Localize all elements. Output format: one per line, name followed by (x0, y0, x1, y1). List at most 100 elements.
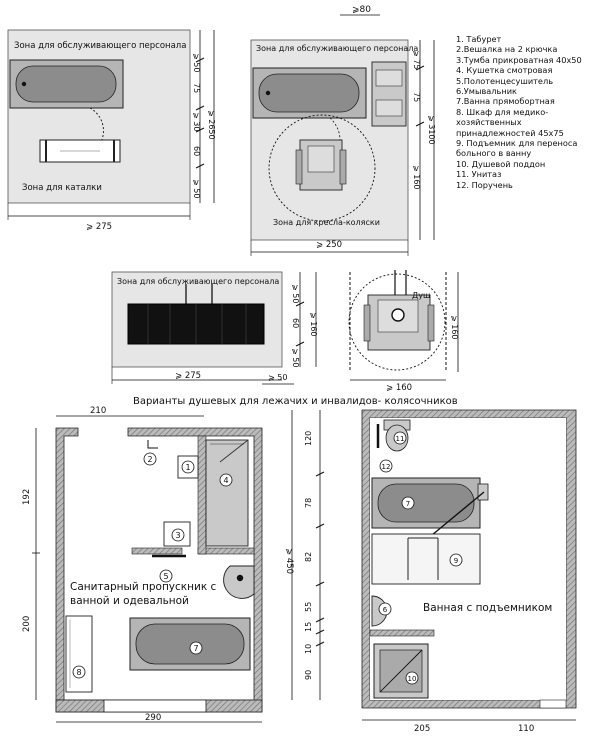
plan-1-bath-drain (21, 81, 27, 87)
plan-1-bath-basin (15, 65, 117, 103)
plan-6-marker-6: 6 (378, 602, 392, 616)
plan-6-doorway (539, 699, 567, 709)
plan-2-dim-75a: ⩾ 75 (412, 50, 421, 69)
svg-text:7: 7 (193, 644, 198, 653)
plan-6-dim-bottom-right: 110 (518, 724, 534, 734)
plan-1-dim-total-h: ⩾ 275 (86, 222, 112, 232)
legend-item: 2.Вешалка на 2 крючка (456, 44, 558, 55)
svg-text:9: 9 (454, 557, 458, 565)
svg-text:1: 1 (185, 463, 190, 472)
middle-dim-120: 120 (304, 431, 313, 446)
svg-text:6: 6 (383, 606, 388, 614)
plan-5-marker-3: 3 (171, 528, 185, 542)
plan-5-marker-8: 8 (72, 665, 86, 679)
svg-text:3: 3 (175, 531, 180, 540)
svg-text:4: 4 (223, 476, 228, 485)
plan-1-cart-zone-label: Зона для каталки (22, 183, 102, 193)
plan-5-nightstand (163, 521, 191, 547)
plan-5-marker-2: 2 (143, 452, 157, 466)
plan-5-cabinet (65, 615, 93, 693)
plan-6-marker-7: 7 (401, 496, 415, 510)
plan-2-chair-zone-label: Зона для кресла-коляски (273, 218, 380, 227)
svg-text:7: 7 (406, 500, 410, 508)
plan-1-dim-75: 75 (192, 83, 201, 93)
plan-4-wheelchair-shower: Душ ⩾ 160 ⩾ 160 (348, 270, 459, 393)
plan-4-shower-drain (391, 308, 405, 322)
middle-dim-82: 82 (304, 552, 313, 562)
plan-2-dim-75b: 75 (412, 92, 421, 102)
svg-text:11: 11 (396, 435, 405, 443)
legend-item: 1. Табурет (456, 34, 502, 44)
legend-item: 9. Подъемник для переноса больного в ван… (456, 138, 578, 159)
plan-1-staff-zone-label: Зона для обслуживающего персонала (14, 41, 186, 51)
plan-6-marker-10: 10 (405, 671, 419, 685)
legend-item: 3.Тумба прикроватная 40x50 (456, 54, 582, 65)
plan-1-dim-50b: ⩾ 50 (192, 179, 201, 198)
plan-3-staff-zone-label: Зона для обслуживающего персонала (117, 277, 279, 286)
plan-3-shower-for-bedridden: Зона для обслуживающего персонала ⩾ 50 6… (111, 271, 318, 385)
plan-1-bath-and-cart: Зона для обслуживающего персонала Зона д… (7, 29, 216, 232)
legend: 1. Табурет 2.Вешалка на 2 крючка 3.Тумба… (456, 34, 602, 190)
plan-6-bathroom-with-lift: Ванная с подъемником 11 12 7 9 6 10 205 … (361, 409, 577, 734)
plan-1-dim-60: 60 (192, 146, 201, 156)
plan-5-dim-top: 210 (90, 406, 106, 416)
plan-4-turning-circle (348, 273, 446, 371)
plan-3-dim-total-h: ⩾ 275 (175, 371, 201, 381)
plan-5-sanitary-room: 210 192 200 290 (22, 406, 263, 723)
plan-5-washbasin (223, 565, 255, 599)
svg-text:2: 2 (147, 455, 152, 464)
plan-5-marker-4: 4 (219, 473, 233, 487)
legend-item: 4. Кушетка смотровая (456, 65, 553, 76)
legend-item: 5.Полотенцесушитель (456, 75, 554, 86)
plan-5-partition (197, 435, 207, 555)
svg-text:5: 5 (163, 572, 168, 581)
plan-4-shower-label: Душ (412, 291, 430, 300)
plan-5-marker-7: 7 (189, 641, 203, 655)
svg-text:12: 12 (382, 463, 391, 471)
plan-5-marker-5: 5 (159, 569, 173, 583)
legend-item: 11. Унитаз (456, 169, 502, 180)
plan-1-swing-arc (89, 107, 104, 151)
plan-3-dim-60: 60 (291, 318, 300, 328)
plan-5-marker-1: 1 (181, 460, 195, 474)
legend-item: 10. Душевой поддон (456, 158, 546, 169)
plan-5-dim-left-top: 192 (22, 489, 32, 505)
plan-2-bath-and-wheelchair: Зона для обслуживающего персонала Зона д… (250, 39, 436, 256)
plan-6-title: Ванная с подъемником (423, 602, 552, 614)
legend-item: 12. Поручень (456, 179, 513, 190)
plan-3-dim-50a: ⩾ 50 (291, 284, 300, 303)
middle-dim-78: 78 (304, 498, 313, 508)
middle-dim-15: 15 (304, 622, 313, 632)
plan-6-dim-bottom: 205 (414, 724, 430, 734)
plan-5-dim-bottom: 290 (145, 713, 161, 723)
plan-6-lift (371, 533, 481, 585)
plan-5-title-line-2: ванной и одевальной (70, 595, 189, 607)
plan-2-bath-basin (258, 73, 360, 113)
middle-dim-55: 55 (304, 602, 313, 612)
plan-2-staff-zone-label: Зона для обслуживающего персонала (256, 44, 418, 53)
plan-1-dim-50a: ⩾ 50 (192, 53, 201, 72)
legend-item: 7.Ванна прямобортная (456, 96, 555, 107)
section-title: Варианты душевых для лежачих и инвалидов… (133, 396, 458, 407)
plan-2-dim-160: ⩾ 160 (412, 165, 421, 190)
middle-dim-10: 10 (304, 644, 313, 654)
legend-item: 8. Шкаф для медико-хозяйственных принадл… (456, 106, 564, 138)
legend-item: 6.Умывальник (456, 86, 517, 97)
plan-5-doorway (103, 699, 207, 713)
plan-5-title-line-1: Санитарный пропускник с (70, 581, 217, 593)
top-dimension: ⩾80 (352, 5, 371, 15)
middle-dimension-chain: ⩾ 450 120 78 82 55 15 10 90 (284, 410, 325, 700)
plan-2-dim-total-h: ⩾ 250 (316, 240, 342, 250)
plan-3-dim-50c: ⩾ 50 (268, 373, 287, 382)
plan-3-dim-50b: ⩾ 50 (291, 348, 300, 367)
plan-5-dim-left-bottom: 200 (22, 616, 32, 632)
plan-1-dim-30: ⩾ 30 (192, 112, 201, 131)
plan-6-marker-9: 9 (449, 553, 463, 567)
plan-2-dim-total-v: ⩾ 3100 (427, 115, 436, 145)
plan-1-floor (7, 29, 191, 204)
svg-text:8: 8 (76, 668, 81, 677)
plan-3-dim-160: ⩾ 160 (309, 312, 318, 337)
plan-4-dim-160-v: ⩾ 160 (450, 315, 459, 340)
plan-1-dim-total-v: ⩾ 2650 (207, 110, 216, 140)
